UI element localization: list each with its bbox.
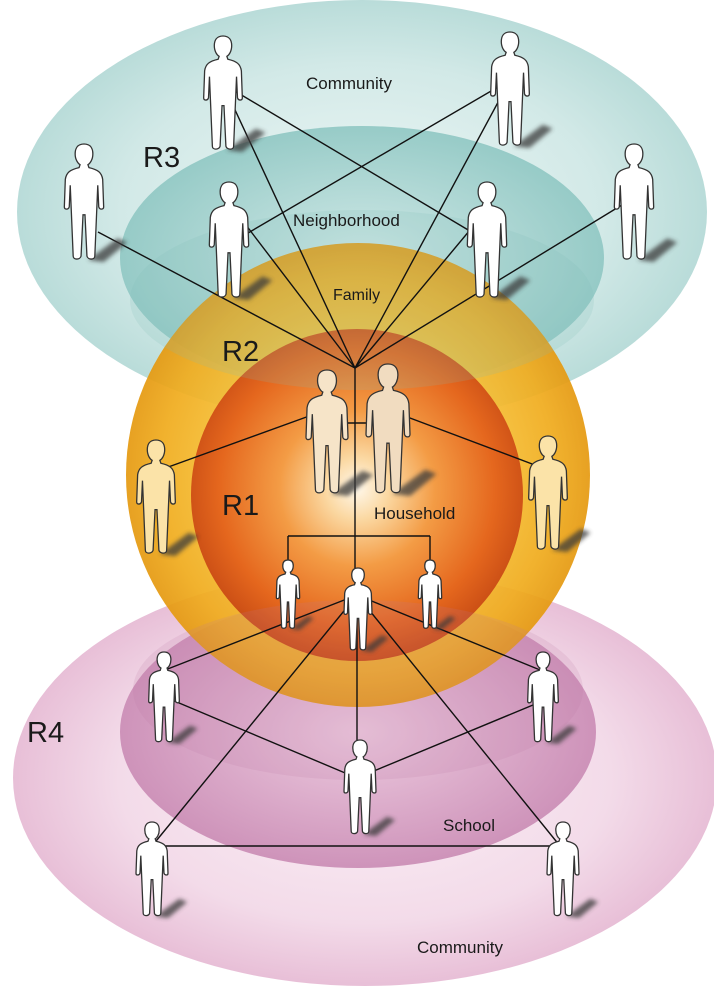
person-shadow bbox=[290, 616, 314, 630]
person-icon bbox=[466, 181, 508, 298]
link bbox=[171, 699, 358, 779]
person-icon bbox=[136, 439, 176, 554]
person-icon bbox=[148, 651, 180, 743]
community-person bbox=[490, 31, 553, 148]
person-icon bbox=[343, 739, 377, 835]
r4-label: R4 bbox=[27, 717, 64, 749]
person-shadow bbox=[232, 276, 273, 300]
parent-person bbox=[305, 369, 374, 496]
family-label: Family bbox=[333, 287, 380, 304]
person-icon bbox=[305, 369, 349, 494]
household-label: Household bbox=[374, 504, 455, 523]
person-icon bbox=[528, 435, 568, 550]
link bbox=[356, 699, 546, 779]
person-shadow bbox=[360, 635, 389, 652]
person-icon bbox=[365, 363, 411, 494]
link bbox=[356, 594, 561, 847]
person-shadow bbox=[331, 470, 374, 496]
link bbox=[235, 211, 356, 369]
person-shadow bbox=[87, 238, 128, 262]
person-shadow bbox=[546, 725, 577, 744]
person-icon bbox=[135, 821, 169, 917]
person-icon bbox=[63, 143, 105, 260]
person-icon bbox=[490, 31, 530, 146]
family-person bbox=[528, 435, 591, 552]
link bbox=[356, 594, 546, 673]
link bbox=[151, 594, 358, 847]
r2-label: R2 bbox=[222, 336, 259, 368]
family-person bbox=[136, 439, 199, 556]
link bbox=[354, 79, 511, 369]
link bbox=[354, 211, 486, 369]
neighborhood-person bbox=[208, 181, 273, 300]
person-shadow bbox=[159, 532, 199, 556]
community-bottom-label: Community bbox=[417, 938, 503, 957]
community-top-label: Community bbox=[306, 74, 392, 93]
person-shadow bbox=[490, 276, 531, 300]
person-shadow bbox=[432, 616, 456, 630]
person-icon bbox=[203, 35, 243, 150]
link bbox=[159, 594, 358, 673]
person-shadow bbox=[226, 128, 266, 152]
person-icon bbox=[546, 821, 580, 917]
people-layer bbox=[63, 31, 678, 918]
person-icon bbox=[343, 567, 373, 651]
community-person bbox=[546, 821, 599, 918]
school-label: School bbox=[443, 816, 495, 835]
person-icon bbox=[275, 559, 301, 629]
person-shadow bbox=[392, 469, 437, 496]
school-person bbox=[343, 739, 396, 836]
person-shadow bbox=[155, 898, 188, 918]
link bbox=[159, 414, 313, 471]
r1-label: R1 bbox=[222, 490, 259, 522]
link bbox=[235, 79, 511, 241]
person-shadow bbox=[566, 898, 599, 918]
person-shadow bbox=[637, 238, 678, 262]
link bbox=[222, 83, 356, 369]
child-person bbox=[275, 559, 314, 630]
community-person bbox=[613, 143, 678, 262]
person-icon bbox=[208, 181, 250, 298]
child-person bbox=[417, 559, 456, 630]
school-person bbox=[527, 651, 577, 744]
person-shadow bbox=[167, 725, 198, 744]
community-person bbox=[63, 143, 128, 262]
person-shadow bbox=[513, 124, 553, 148]
community-person bbox=[203, 35, 266, 152]
school-person bbox=[148, 651, 198, 744]
link bbox=[401, 414, 549, 471]
person-icon bbox=[613, 143, 655, 260]
link bbox=[222, 83, 486, 241]
neighborhood-label: Neighborhood bbox=[293, 211, 400, 230]
r3-label: R3 bbox=[143, 142, 180, 174]
person-shadow bbox=[551, 528, 591, 552]
neighborhood-person bbox=[466, 181, 531, 300]
parent-person bbox=[365, 363, 437, 496]
person-icon bbox=[527, 651, 559, 743]
link bbox=[97, 231, 356, 369]
person-icon bbox=[417, 559, 443, 629]
community-person bbox=[135, 821, 188, 918]
person-shadow bbox=[363, 816, 396, 836]
child-person bbox=[343, 567, 389, 652]
